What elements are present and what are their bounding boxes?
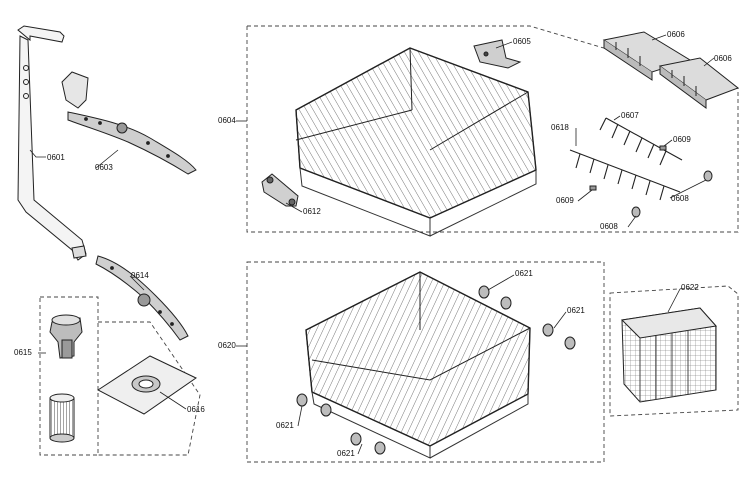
cutlery-basket	[620, 307, 717, 403]
label-0614: 0614	[131, 271, 149, 280]
tine-row-upper	[599, 117, 683, 166]
tine-row-lower	[569, 149, 681, 201]
lower-rack-group-outline	[246, 261, 605, 463]
rack-pin-b	[589, 185, 597, 191]
label-0612: 0612	[303, 207, 321, 216]
label-0601: 0601	[47, 153, 65, 162]
label-0605: 0605	[513, 37, 531, 46]
upper-rack-group-outline	[246, 25, 739, 233]
label-0603: 0603	[95, 163, 113, 172]
rack-adjuster	[261, 173, 299, 207]
label-0606-right: 0606	[714, 54, 732, 63]
upper-rack	[295, 47, 537, 237]
label-0606-left: 0606	[667, 30, 685, 39]
spray-arm-supply-pipe	[17, 25, 87, 261]
lower-rack	[305, 271, 531, 459]
label-0607: 0607	[621, 111, 639, 120]
label-0615: 0615	[14, 348, 32, 357]
rack-wheels	[296, 285, 576, 455]
label-0621-front-left: 0621	[276, 421, 294, 430]
label-0608-b: 0608	[600, 222, 618, 231]
fine-filter-plate	[97, 355, 197, 415]
cutlery-basket-group-outline	[609, 285, 739, 417]
rack-bumper-a	[703, 170, 713, 182]
label-0621-front-bottom: 0621	[337, 449, 355, 458]
label-0609-a: 0609	[673, 135, 691, 144]
rack-pin-a	[659, 145, 667, 151]
label-0608-a: 0608	[671, 194, 689, 203]
filter-group-outline	[39, 296, 201, 456]
label-0622: 0622	[681, 283, 699, 292]
leader-lines	[29, 34, 715, 455]
rack-clip	[473, 39, 522, 69]
rack-bumper-b	[631, 206, 641, 218]
label-0620: 0620	[218, 341, 236, 350]
label-0621-top: 0621	[515, 269, 533, 278]
lower-spray-arm	[95, 255, 189, 341]
upper-spray-arm	[61, 71, 197, 175]
label-0609-b: 0609	[556, 196, 574, 205]
label-0616: 0616	[187, 405, 205, 414]
cup-shelf-right	[658, 57, 740, 109]
label-0604: 0604	[218, 116, 236, 125]
label-0621-right: 0621	[567, 306, 585, 315]
filter-assembly	[49, 314, 83, 443]
label-0618: 0618	[551, 123, 569, 132]
